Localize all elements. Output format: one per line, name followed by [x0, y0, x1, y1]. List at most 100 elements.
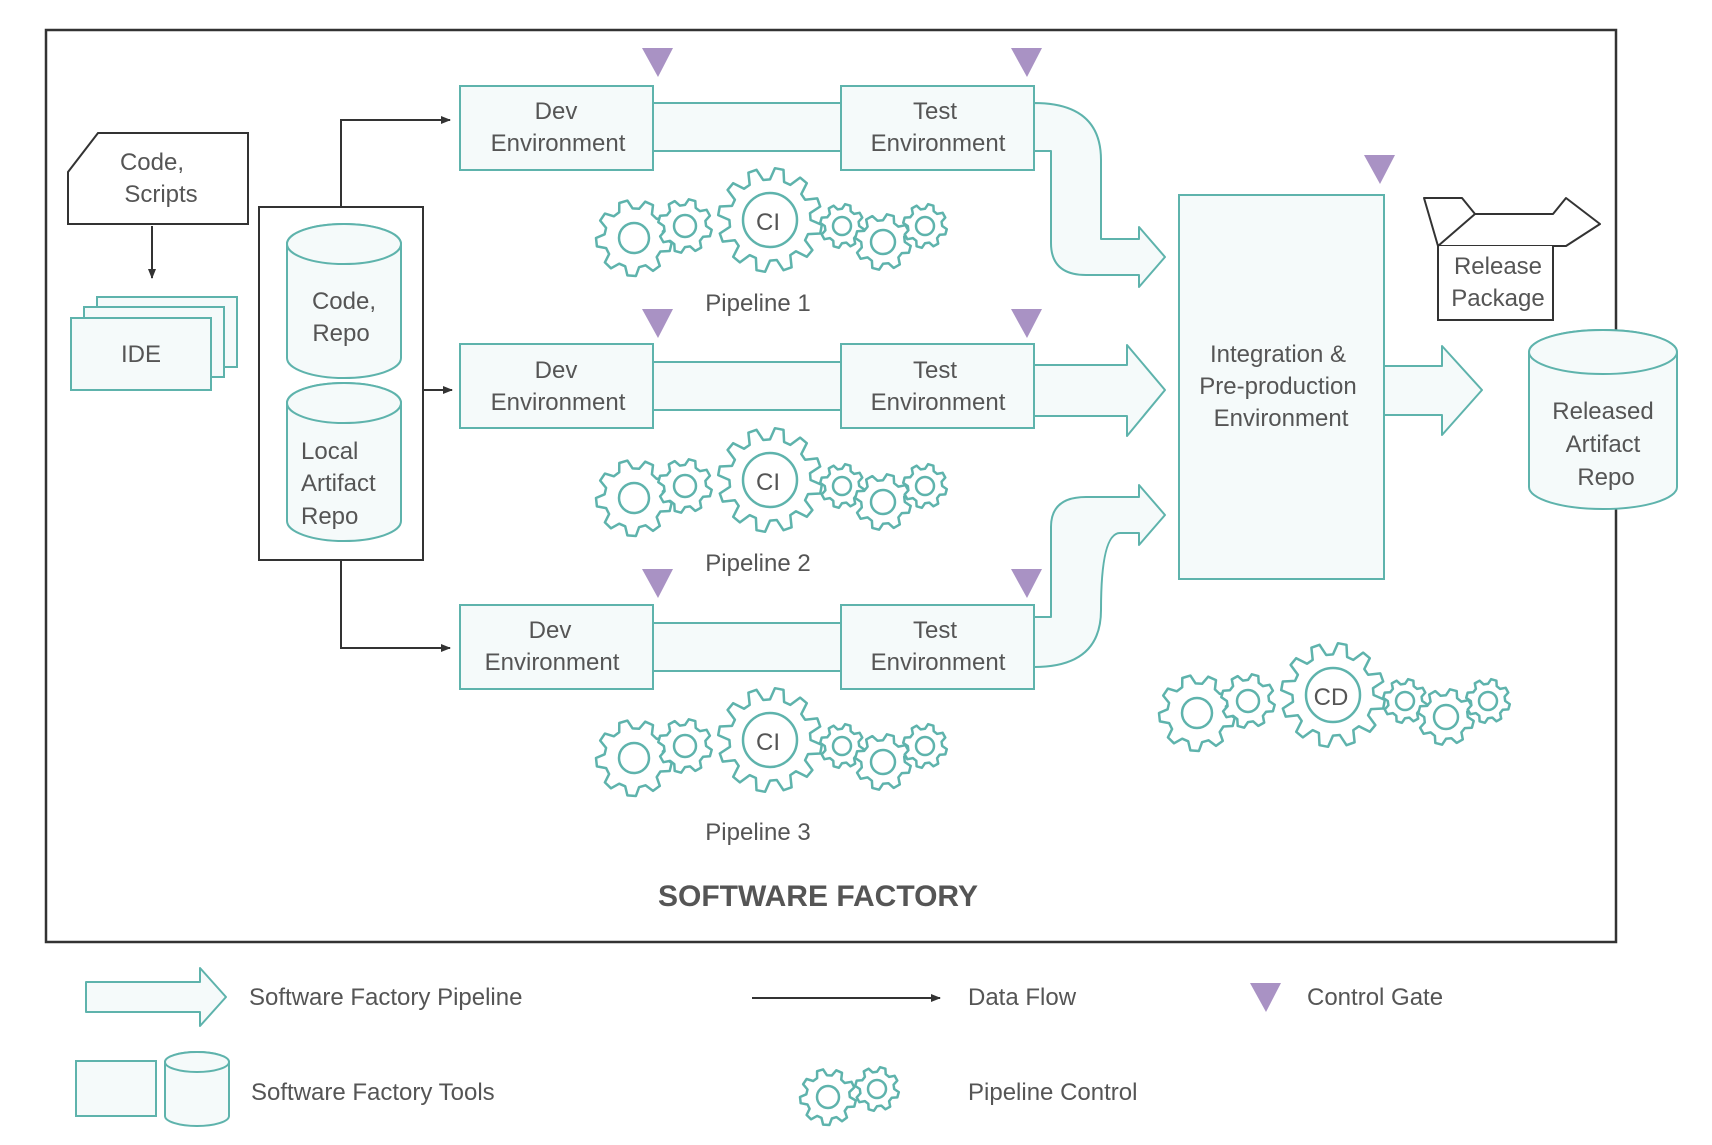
- pipeline-3-ci-gears: [594, 686, 949, 798]
- svg-text:Environment: Environment: [871, 130, 1006, 157]
- svg-text:Environment: Environment: [871, 389, 1006, 416]
- svg-text:Repo: Repo: [301, 503, 358, 530]
- control-gate-icon: [1011, 48, 1042, 77]
- svg-text:Test: Test: [913, 98, 957, 125]
- gear-icon: [657, 458, 713, 514]
- svg-text:Released: Released: [1552, 398, 1653, 425]
- gear-hub-icon: [617, 741, 651, 775]
- gear-icon: [854, 733, 912, 791]
- svg-text:Dev: Dev: [535, 357, 578, 384]
- gear-icon: [818, 722, 866, 770]
- gear-icon: [716, 166, 824, 274]
- svg-text:Code,: Code,: [312, 288, 376, 315]
- pipeline-3-label: Pipeline 3: [705, 819, 810, 846]
- svg-text:Repo: Repo: [312, 320, 369, 347]
- gear-hub-icon: [831, 215, 853, 237]
- pipeline-1-test-environment: Test Environment: [840, 85, 1035, 171]
- gear-icon: [1381, 677, 1429, 725]
- gear-icon: [853, 1065, 901, 1113]
- gear-icon: [798, 1068, 858, 1127]
- pipeline-2-connector: [651, 361, 843, 411]
- pipeline-2-label: Pipeline 2: [705, 550, 810, 577]
- svg-text:Scripts: Scripts: [124, 181, 197, 208]
- software-factory-title: SOFTWARE FACTORY: [658, 880, 978, 913]
- svg-text:Repo: Repo: [1577, 464, 1634, 491]
- gear-hub-icon: [1477, 690, 1499, 712]
- gear-hub-icon: [672, 473, 698, 499]
- pipeline-1-connector: [651, 102, 843, 152]
- gear-icon: [1417, 688, 1475, 746]
- legend-tools-label: Software Factory Tools: [251, 1079, 495, 1106]
- gear-icon: [901, 722, 949, 770]
- svg-text:Dev: Dev: [529, 617, 572, 644]
- gear-hub-icon: [1180, 696, 1214, 730]
- pipeline-1-ci-gears: [594, 166, 949, 278]
- ci-label: CI: [756, 729, 780, 756]
- svg-text:Pre-production: Pre-production: [1199, 373, 1356, 400]
- svg-text:Artifact: Artifact: [1566, 431, 1641, 458]
- legend-tool-box-icon: [75, 1060, 157, 1117]
- legend-control-gate-icon: [1250, 983, 1281, 1012]
- pipeline-3-test-environment: Test Environment: [840, 604, 1035, 690]
- gear-icon: [854, 213, 912, 271]
- svg-text:IDE: IDE: [121, 341, 161, 368]
- gear-icon: [818, 202, 866, 250]
- svg-text:Test: Test: [913, 357, 957, 384]
- gear-icon: [716, 426, 824, 534]
- svg-text:Environment: Environment: [491, 130, 626, 157]
- pipeline-1-label: Pipeline 1: [705, 290, 810, 317]
- pipeline-2-test-environment: Test Environment: [840, 343, 1035, 429]
- svg-text:Code,: Code,: [120, 149, 184, 176]
- svg-text:Test: Test: [913, 617, 957, 644]
- gear-icon: [594, 719, 673, 798]
- gear-icon: [818, 462, 866, 510]
- gear-icon: [901, 462, 949, 510]
- pipeline-1-dev-environment: Dev Environment: [459, 85, 654, 171]
- gear-hub-icon: [1394, 690, 1416, 712]
- control-gate-icon: [1011, 309, 1042, 338]
- gear-icon: [657, 198, 713, 254]
- svg-text:Artifact: Artifact: [301, 470, 376, 497]
- gear-hub-icon: [869, 228, 897, 256]
- ide-tool: IDE: [70, 296, 238, 391]
- gear-hub-icon: [869, 748, 897, 776]
- local-artifact-repo-cylinder: Local Artifact Repo: [286, 382, 402, 542]
- legend-pipeline-arrow-icon: [85, 967, 227, 1027]
- legend-control-gate-label: Control Gate: [1307, 984, 1443, 1011]
- gear-hub-icon: [914, 215, 936, 237]
- gear-hub-icon: [914, 475, 936, 497]
- pipeline-2-ci-gears: [594, 426, 949, 538]
- gear-hub-icon: [741, 711, 799, 769]
- cd-gears: [1157, 641, 1512, 753]
- gear-hub-icon: [831, 735, 853, 757]
- gear-icon: [657, 718, 713, 774]
- svg-text:Dev: Dev: [535, 98, 578, 125]
- ci-label: CI: [756, 209, 780, 236]
- release-package-icon: Release Package: [1423, 197, 1601, 321]
- svg-text:Environment: Environment: [1214, 405, 1349, 432]
- gear-icon: [854, 473, 912, 531]
- gear-hub-icon: [869, 488, 897, 516]
- pipeline-2-dev-environment: Dev Environment: [459, 343, 654, 429]
- control-gate-icon: [642, 309, 673, 338]
- gear-icon: [716, 686, 824, 794]
- code-repo-cylinder: Code, Repo: [286, 223, 402, 379]
- gear-hub-icon: [831, 475, 853, 497]
- gear-icon: [1464, 677, 1512, 725]
- gear-icon: [1279, 641, 1387, 749]
- svg-text:Environment: Environment: [485, 649, 620, 676]
- gear-icon: [901, 202, 949, 250]
- gear-hub-icon: [617, 481, 651, 515]
- code-scripts-doc: Code, Scripts: [67, 132, 249, 225]
- gear-hub-icon: [1304, 666, 1362, 724]
- pipeline-3-dev-environment: Dev Environment: [459, 604, 654, 690]
- legend-pipeline-label: Software Factory Pipeline: [249, 984, 522, 1011]
- gear-icon: [1157, 674, 1236, 753]
- legend-data-flow-label: Data Flow: [968, 984, 1077, 1011]
- legend-pipeline-control-label: Pipeline Control: [968, 1079, 1137, 1106]
- gear-hub-icon: [617, 221, 651, 255]
- legend-pipeline-control-gears-icon: [798, 1065, 901, 1127]
- gear-hub-icon: [741, 191, 799, 249]
- gear-hub-icon: [914, 735, 936, 757]
- ci-label: CI: [756, 469, 780, 496]
